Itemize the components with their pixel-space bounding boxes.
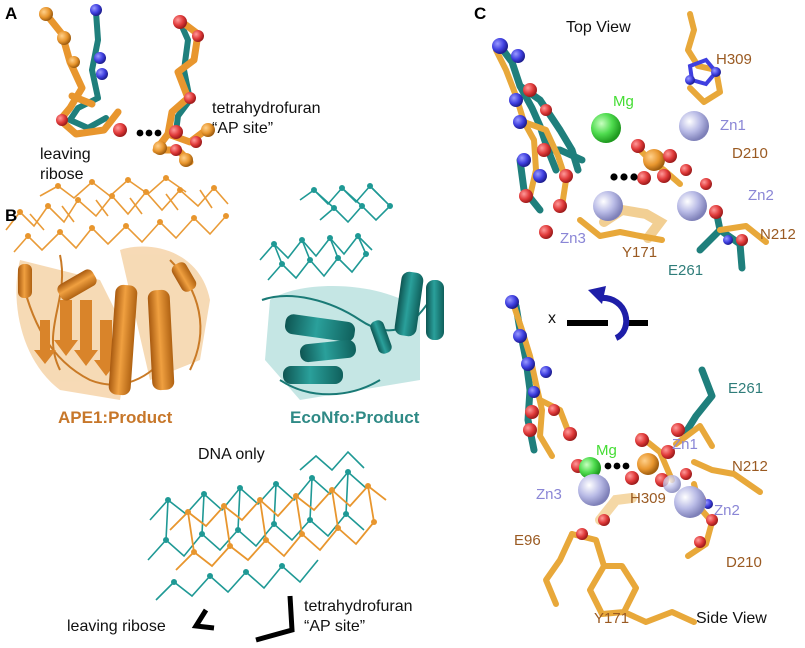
- side-e261-label: E261: [728, 380, 763, 397]
- panel-a-thf-line2: “AP site”: [212, 120, 273, 138]
- panel-b-econfo-structure: [260, 183, 444, 400]
- side-zn3-label: Zn3: [536, 486, 562, 503]
- leaving-ribose-marker: [196, 610, 214, 628]
- side-mg-label: Mg: [596, 442, 617, 459]
- side-zn1-label: Zn1: [672, 436, 698, 453]
- side-e96-label: E96: [514, 532, 541, 549]
- top-zn1-label: Zn1: [720, 117, 746, 134]
- side-zn2-label: Zn2: [714, 502, 740, 519]
- panel-b-thf-line1: tetrahydrofuran: [304, 598, 413, 616]
- side-y171-label: Y171: [594, 610, 629, 627]
- panel-a-leaving-ribose-line1: leaving: [40, 146, 91, 164]
- top-mg-label: Mg: [613, 93, 634, 110]
- ape1-caption: APE1:Product: [58, 408, 172, 428]
- top-h309-label: H309: [716, 51, 752, 68]
- panel-c-letter: C: [474, 4, 486, 24]
- panel-b-thf-line2: “AP site”: [304, 618, 365, 636]
- panel-a-structure: [39, 4, 215, 167]
- top-zn3-label: Zn3: [560, 230, 586, 247]
- side-d210-label: D210: [726, 554, 762, 571]
- panel-b-letter: B: [5, 206, 17, 226]
- side-n212-label: N212: [732, 458, 768, 475]
- panel-c-side-view: [505, 295, 760, 622]
- panel-b-ape1-structure: [6, 175, 229, 400]
- top-y171-label: Y171: [622, 244, 657, 261]
- ap-site-marker: [256, 596, 292, 640]
- panel-b-leaving-ribose: leaving ribose: [67, 618, 166, 636]
- rotation-axis-label: x: [548, 310, 556, 328]
- top-zn2-label: Zn2: [748, 187, 774, 204]
- side-h309-label: H309: [630, 490, 666, 507]
- rotation-arrow-icon: [567, 286, 648, 338]
- top-d210-label: D210: [732, 145, 768, 162]
- top-n212-label: N212: [760, 226, 796, 243]
- panel-a-leaving-ribose-line2: ribose: [40, 166, 84, 184]
- dna-only-label: DNA only: [198, 446, 265, 464]
- panel-a-letter: A: [5, 4, 17, 24]
- side-view-label: Side View: [696, 610, 767, 628]
- panel-a-thf-line1: tetrahydrofuran: [212, 100, 321, 118]
- top-e261-label: E261: [668, 262, 703, 279]
- top-view-label: Top View: [566, 19, 631, 37]
- econfo-caption: EcoNfo:Product: [290, 408, 419, 428]
